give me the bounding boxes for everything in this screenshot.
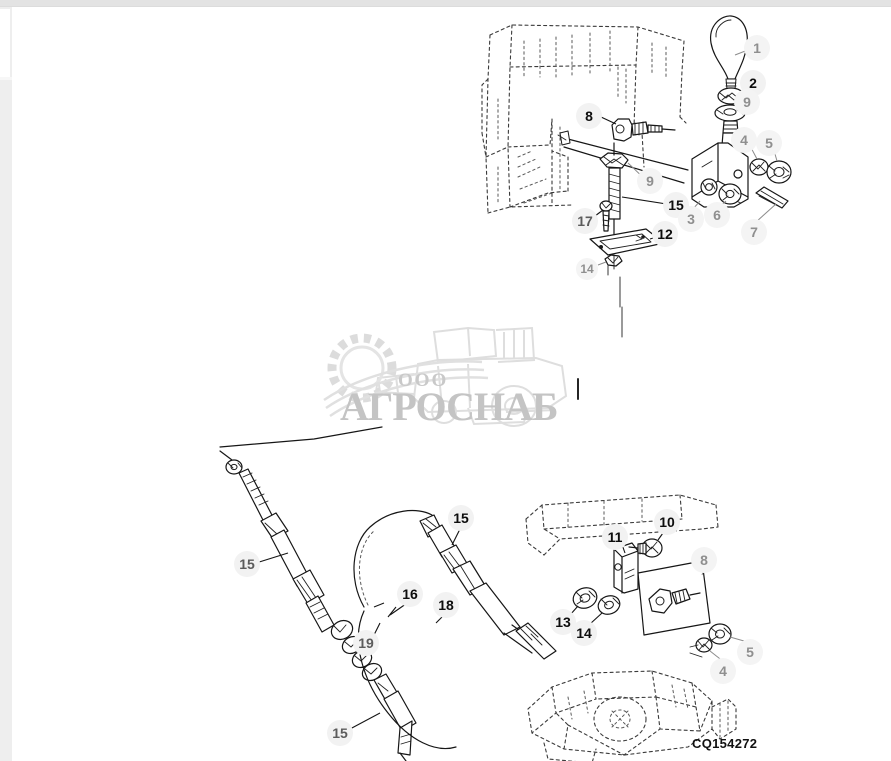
callout-balloon-15: 15: [327, 720, 353, 746]
pin-4-lower: [695, 637, 713, 653]
callout-balloon-9: 9: [637, 168, 663, 194]
shift-lever-assembly: [691, 15, 792, 209]
callout-balloon-5: 5: [756, 130, 782, 156]
knob-5-lower: [708, 623, 732, 645]
callout-balloon-16: 16: [397, 581, 423, 607]
nut-13: [572, 587, 598, 609]
ball-joint-8-lower: [648, 588, 701, 614]
ball-joint-8: [611, 118, 676, 142]
callout-balloon-4: 4: [731, 127, 757, 153]
technical-illustration: .ln { fill:none; stroke:#161616; stroke-…: [219, 15, 792, 761]
callout-balloon-17: 17: [572, 208, 598, 234]
transmission-phantom: [527, 670, 737, 761]
callout-balloon-6: 6: [704, 202, 730, 228]
callout-balloon-10: 10: [654, 509, 680, 535]
left-rail: [0, 7, 12, 761]
left-rail-white-panel: [0, 9, 10, 77]
nut-14-lower: [597, 595, 621, 615]
callout-balloon-19: 19: [353, 630, 379, 656]
pin-4: [749, 158, 769, 176]
nut-14-upper: [604, 254, 623, 267]
callout-balloon-11: 11: [602, 524, 628, 550]
callout-balloon-15: 15: [448, 505, 474, 531]
bolt-7: [755, 186, 789, 209]
mounting-plate-12: [589, 228, 665, 256]
cable-eye-top: [225, 459, 243, 475]
callout-balloon-14: 14: [571, 620, 597, 646]
callout-balloon-14: 14: [576, 258, 598, 280]
bolt-10: [628, 538, 663, 558]
callout-balloon-5: 5: [737, 639, 763, 665]
callout-balloon-15: 15: [234, 551, 260, 577]
callout-balloon-1: 1: [744, 35, 770, 61]
right-cable-assembly: [419, 514, 732, 660]
callout-balloon-4: 4: [710, 658, 736, 684]
upper-linkage-assembly: [557, 118, 689, 400]
callout-balloon-8: 8: [576, 103, 602, 129]
window-top-strip: [0, 0, 891, 7]
callout-balloon-9: 9: [734, 89, 760, 115]
left-rail-divider: [0, 77, 12, 80]
callout-balloon-8: 8: [691, 547, 717, 573]
bracket-11: [613, 542, 639, 594]
washer-6: [718, 183, 742, 205]
callout-balloon-3: 3: [678, 206, 704, 232]
callout-balloon-7: 7: [741, 219, 767, 245]
part-number-label: CQ154272: [692, 736, 758, 751]
knob-5: [766, 160, 792, 184]
callout-balloon-18: 18: [433, 592, 459, 618]
nut-9-lower: [599, 152, 629, 169]
bolt-17: [599, 200, 613, 232]
callout-balloon-12: 12: [652, 221, 678, 247]
cab-frame-phantom: [481, 24, 687, 214]
